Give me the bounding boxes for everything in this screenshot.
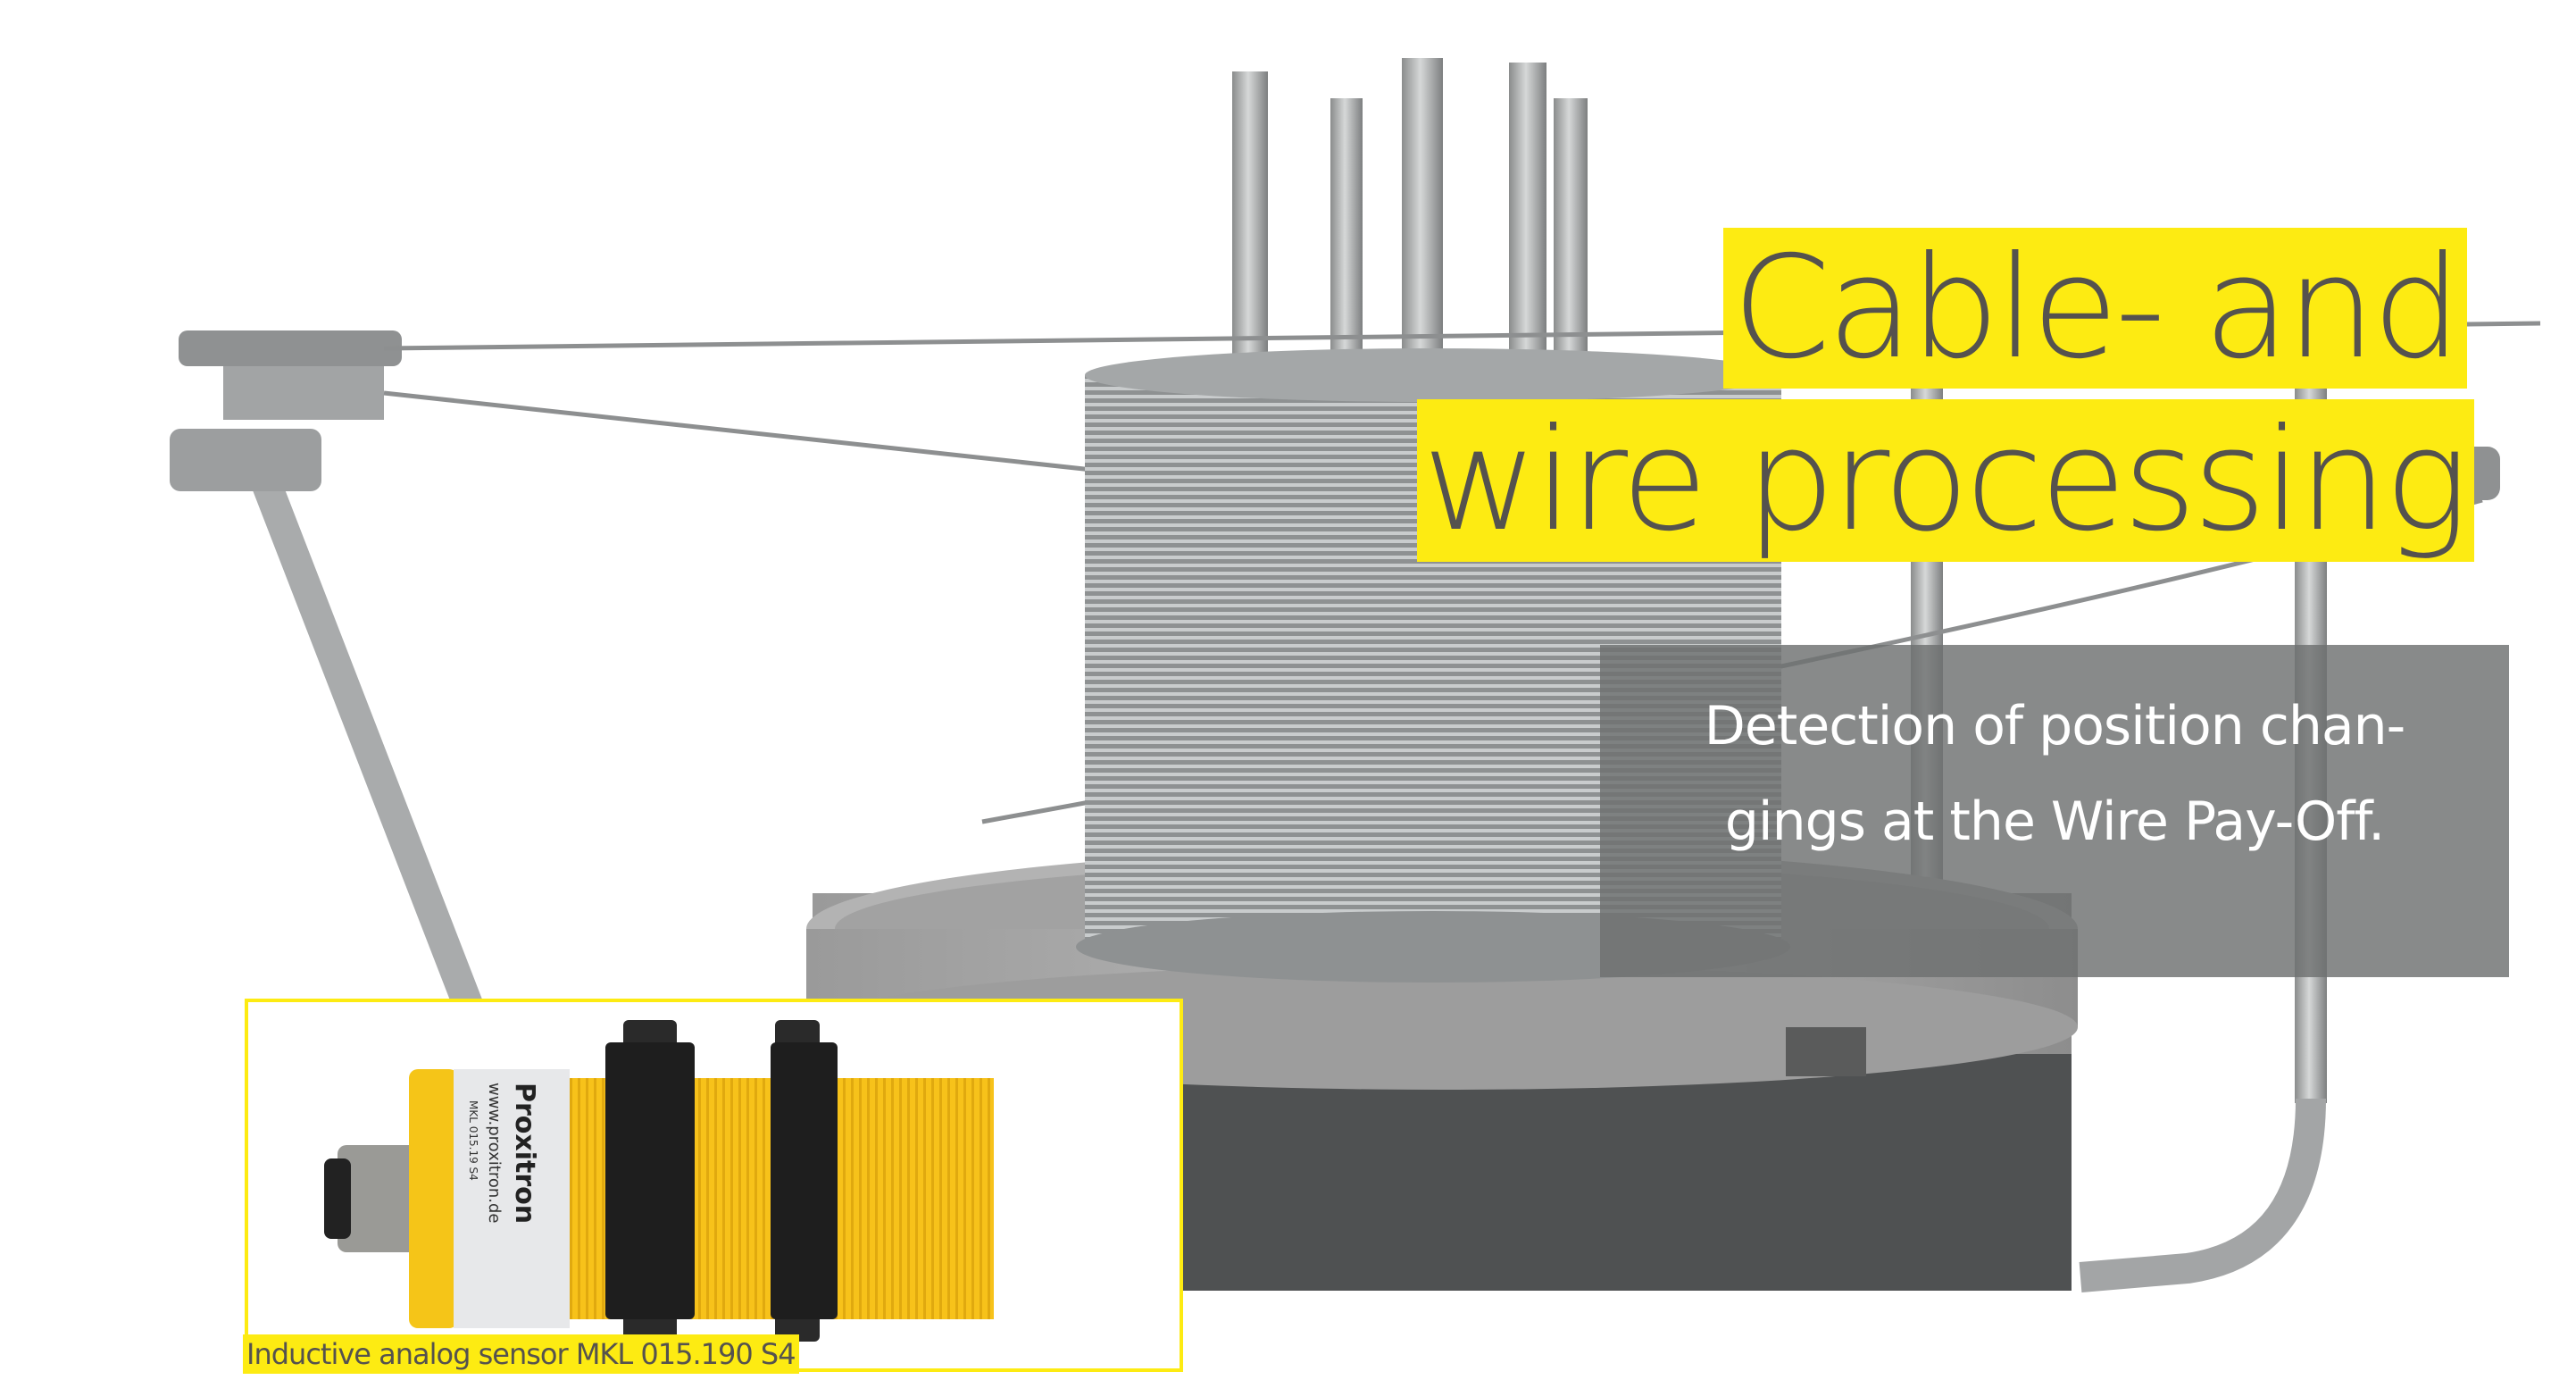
spool-rods xyxy=(1232,58,1588,397)
sensor-brand-label: Proxitron xyxy=(509,1083,540,1224)
sensor-url-label: www.proxitron.de xyxy=(485,1083,504,1223)
sensor-caption: Inductive analog sensor MKL 015.190 S4 xyxy=(243,1334,799,1374)
headline-line-2: wire processing xyxy=(1417,399,2475,562)
info-box xyxy=(1600,645,2509,977)
sensor-inset: Proxitron www.proxitron.de MKL 015.19 S4 xyxy=(245,999,1183,1372)
sensor-model-label: MKL 015.19 S4 xyxy=(467,1100,479,1181)
info-text-line-1: Detection of position chan- xyxy=(1704,695,2406,757)
headline-line-1: Cable- and xyxy=(1723,228,2468,389)
info-text-line-2: gings at the Wire Pay-Off. xyxy=(1724,790,2385,853)
sensor-image: Proxitron www.proxitron.de MKL 015.19 S4 xyxy=(324,1020,994,1342)
